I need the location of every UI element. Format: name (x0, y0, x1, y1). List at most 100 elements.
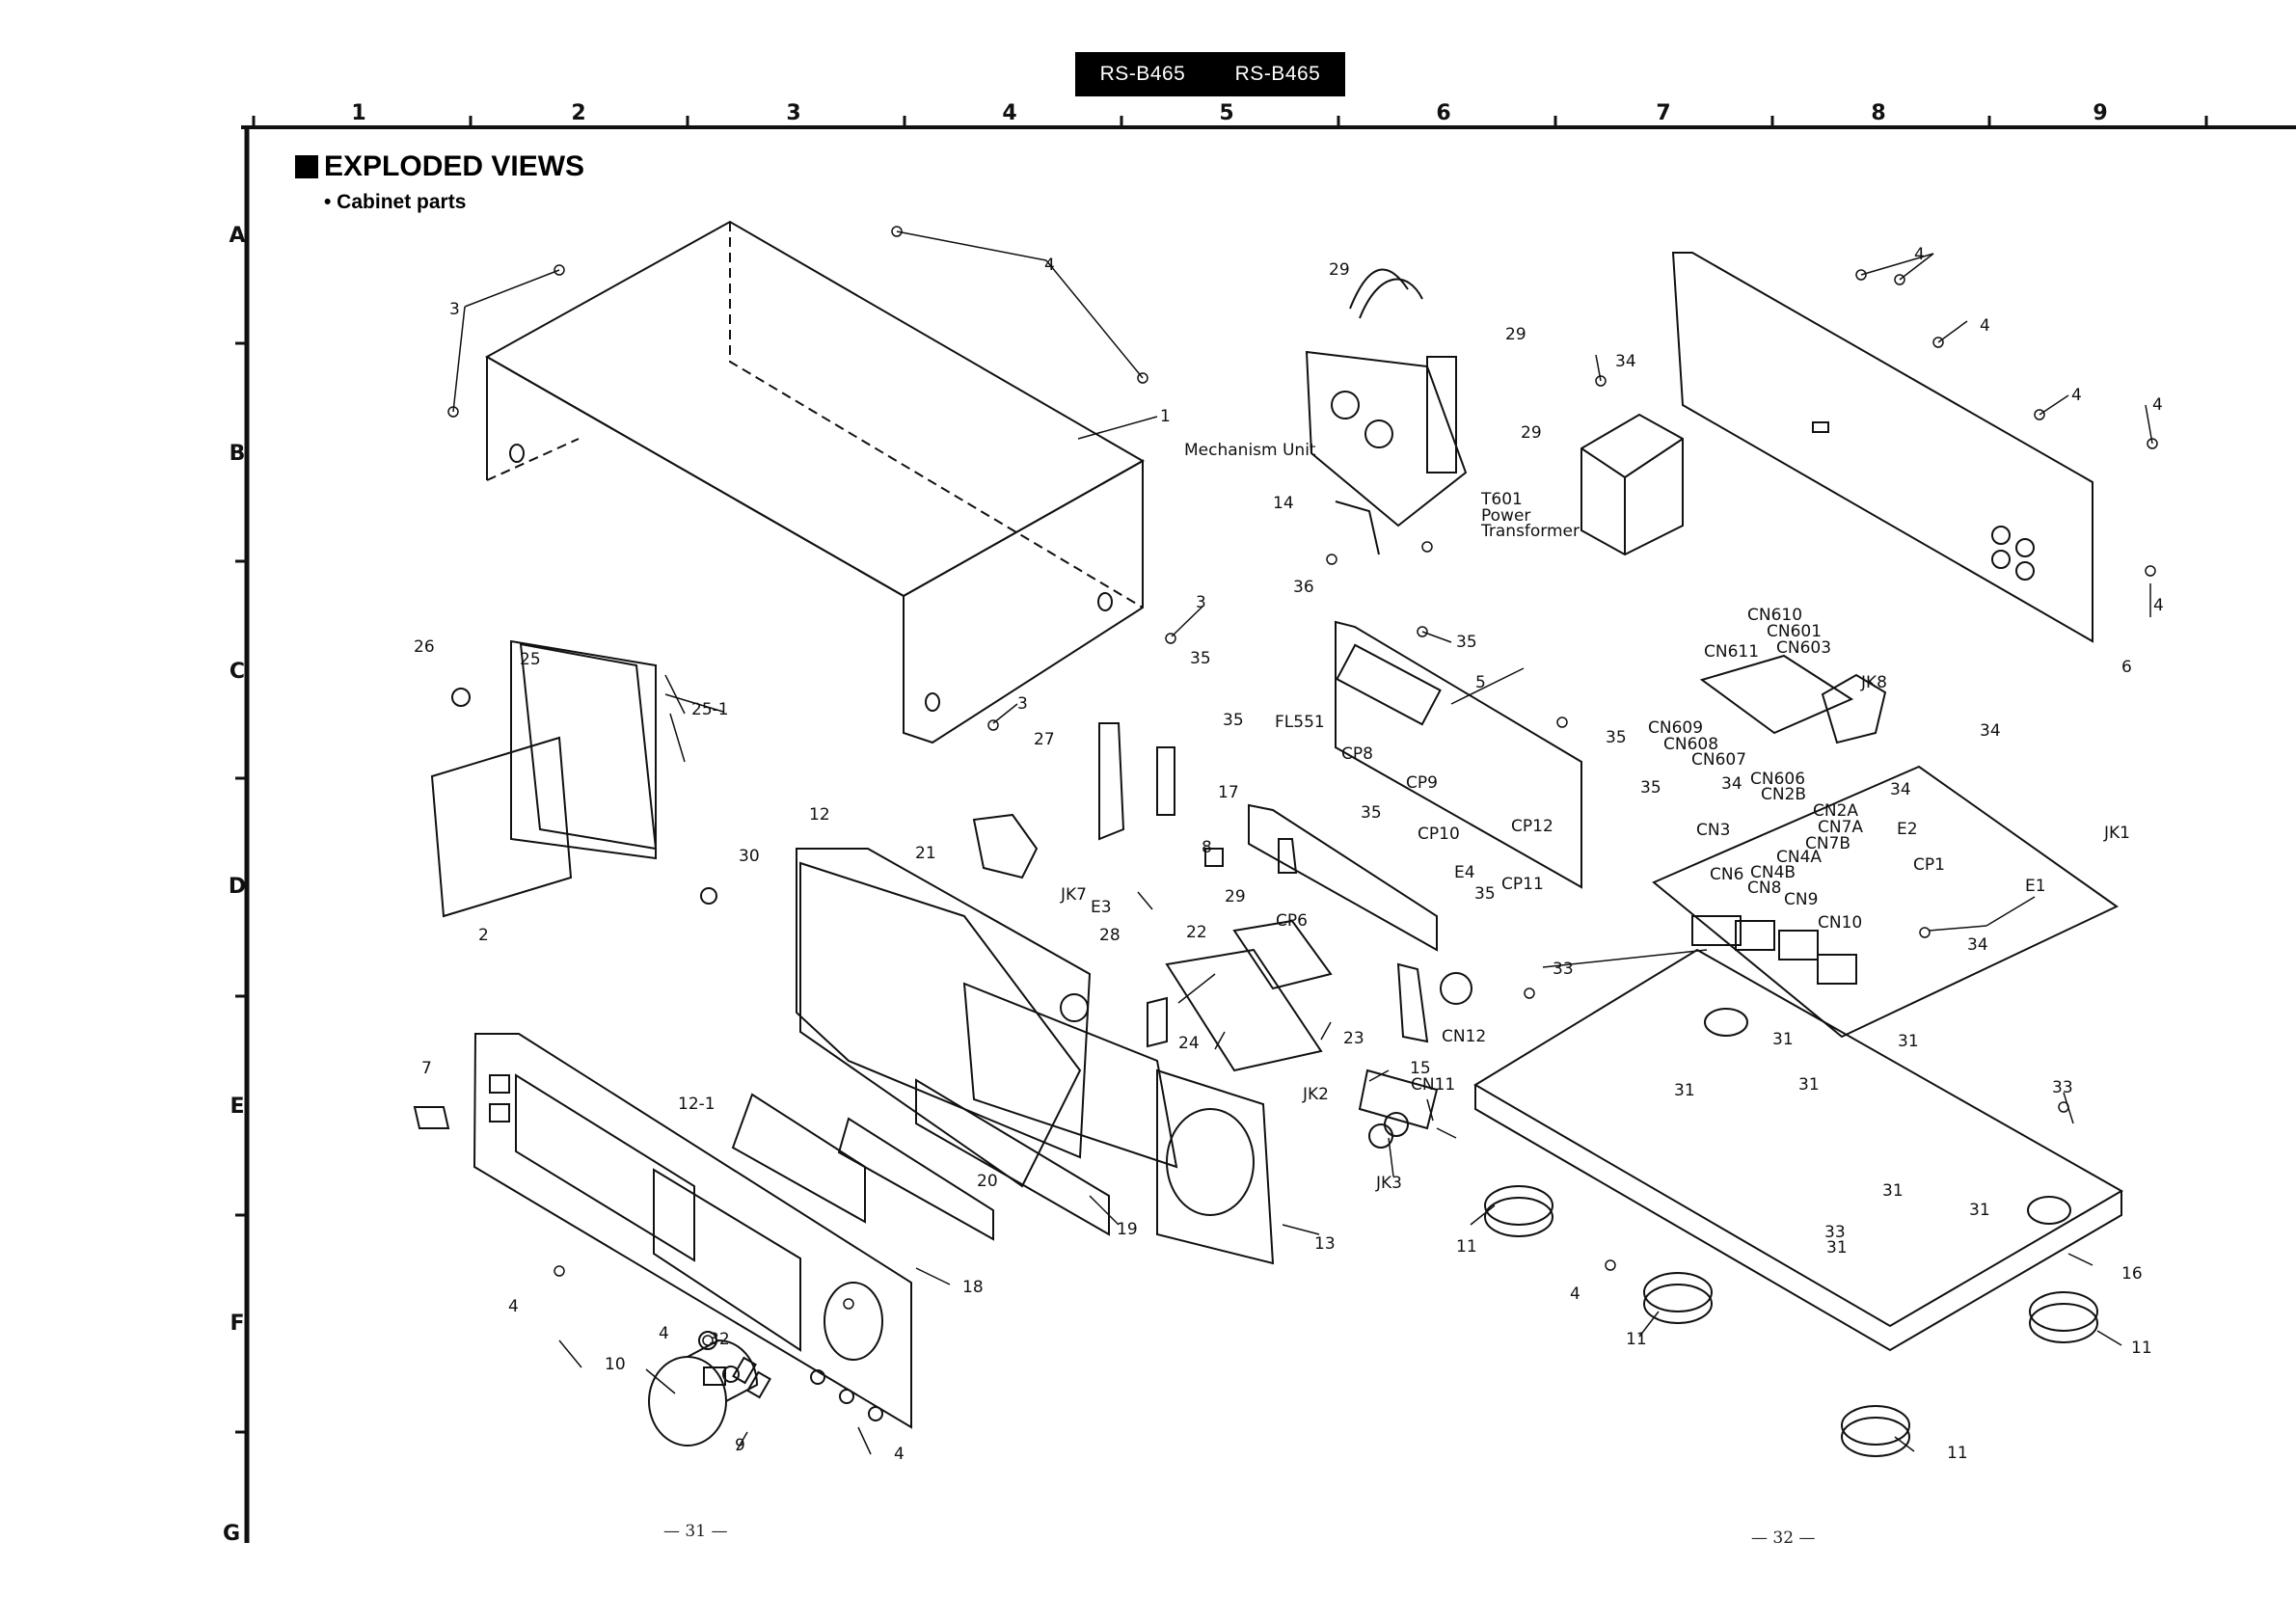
row-label: B (230, 442, 246, 466)
part-label: 23 (1343, 1029, 1364, 1048)
part-label: CN606 (1750, 770, 1805, 789)
page-title-text: EXPLODED VIEWS (324, 150, 585, 182)
part-label: 8 (1202, 838, 1212, 857)
page-number-right: — 32 — (1751, 1528, 1816, 1548)
part-label: CN3 (1696, 821, 1730, 840)
screws (447, 226, 2158, 1346)
part-label: CN9 (1784, 890, 1818, 909)
part-label: 20 (977, 1172, 998, 1191)
part-label: 25 (520, 650, 541, 669)
part-label: 31 (1826, 1238, 1848, 1258)
part-label: 35 (1474, 884, 1496, 904)
part-label: 16 (2121, 1264, 2143, 1284)
part-label: 27 (1034, 730, 1055, 749)
part-label: 34 (1615, 352, 1636, 371)
part-label: CN10 (1818, 913, 1862, 933)
part-label: Power (1481, 506, 1530, 526)
part-label: 3 (1196, 593, 1206, 612)
part-label: T601 (1480, 490, 1523, 509)
part-label: CN607 (1691, 750, 1746, 770)
part-label: 7 (421, 1059, 432, 1078)
col-label: 9 (2093, 101, 2107, 125)
part-label: 26 (414, 637, 435, 657)
part-label: 11 (1947, 1444, 1968, 1463)
part-label: 36 (1293, 578, 1314, 597)
part-label: 35 (1456, 633, 1477, 652)
col-label: 5 (1219, 101, 1233, 125)
part-label: 11 (1626, 1330, 1647, 1349)
part-label: JK1 (2103, 824, 2130, 843)
part-label: 35 (1223, 711, 1244, 730)
col-label: 3 (786, 101, 800, 125)
part-label: 4 (2153, 596, 2164, 615)
part-label: 18 (962, 1278, 984, 1297)
part-label: 4 (2152, 395, 2163, 415)
part-label: 31 (1969, 1201, 1990, 1220)
part-label: 4 (1570, 1285, 1580, 1304)
chassis (1473, 948, 2124, 1352)
part-label: 12 (809, 805, 830, 825)
part-label: CN11 (1411, 1075, 1455, 1095)
part-label: Transformer (1480, 522, 1580, 541)
part-label: CN2B (1761, 785, 1806, 804)
col-label: 7 (1656, 101, 1670, 125)
part-label: E2 (1897, 820, 1918, 839)
model-left: RS-B465 (1099, 63, 1186, 85)
col-label: 1 (351, 101, 365, 125)
part-label: 34 (1721, 774, 1742, 794)
part-label: 34 (1967, 935, 1988, 955)
part-label: 34 (1980, 721, 2001, 741)
part-label: 19 (1117, 1220, 1138, 1239)
part-label: 22 (1186, 923, 1207, 942)
part-label: CN4B (1750, 863, 1796, 882)
part-label: JK7 (1060, 885, 1087, 905)
column-ticks (252, 116, 2208, 129)
row-labels: A B C D E F G (223, 224, 246, 1546)
part-label: 4 (1980, 316, 1990, 336)
main-pcb (1652, 654, 2119, 1039)
part-label: 35 (1361, 803, 1382, 823)
column-labels: 1 2 3 4 5 6 7 8 9 (351, 101, 2107, 125)
col-label: 2 (571, 101, 585, 125)
part-label: 35 (1606, 728, 1627, 747)
col-label: 4 (1002, 101, 1016, 125)
part-label: CN609 (1648, 718, 1703, 738)
part-label: CP6 (1276, 911, 1308, 931)
title-square-icon (295, 155, 318, 178)
part-label: 2 (478, 926, 489, 945)
part-label: CN610 (1747, 606, 1802, 625)
part-label: JK3 (1375, 1174, 1402, 1193)
part-label: CN608 (1663, 735, 1718, 754)
part-label: 29 (1225, 887, 1246, 906)
part-label: 32 (709, 1330, 730, 1349)
part-label: 31 (1772, 1030, 1794, 1049)
model-right: RS-B465 (1234, 63, 1321, 85)
part-label: CP12 (1511, 817, 1553, 836)
part-label: 3 (449, 300, 460, 319)
power-transformer (1580, 413, 1684, 556)
part-label: 31 (1798, 1075, 1820, 1095)
part-label: 28 (1099, 926, 1121, 945)
part-label: 10 (605, 1355, 626, 1374)
part-label: E4 (1454, 863, 1475, 882)
part-label: CN601 (1767, 622, 1822, 641)
part-label: 31 (1882, 1181, 1904, 1201)
display-pcb (1248, 620, 1582, 952)
row-label: F (230, 1312, 244, 1336)
cabinet-cover (484, 220, 1146, 744)
page-subtitle: • Cabinet parts (324, 191, 467, 213)
part-label: 4 (659, 1324, 669, 1343)
rear-panel (1671, 252, 2093, 643)
part-labels: 3 4 1 3 3 26 25 25-1 30 2 27 12 21 35 35… (414, 245, 2164, 1464)
page-title: EXPLODED VIEWS (295, 150, 584, 183)
part-label: CN8 (1747, 879, 1781, 898)
part-label: 9 (735, 1436, 745, 1455)
row-label: A (229, 224, 245, 248)
page-number-left: — 31 — (663, 1522, 728, 1541)
part-label: 29 (1329, 260, 1350, 280)
part-label: 3 (1017, 694, 1028, 714)
part-label: 21 (915, 844, 936, 863)
frame (235, 116, 2296, 1543)
part-label: 13 (1314, 1234, 1336, 1254)
